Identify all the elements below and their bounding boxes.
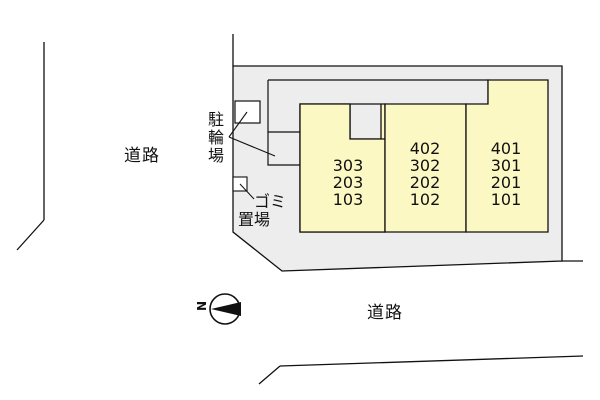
unit-number: 301 [490, 156, 522, 175]
unit-number: 102 [409, 190, 441, 209]
road-edge-south-2 [279, 355, 584, 367]
unit-number: 402 [409, 139, 441, 158]
compass-n-label: N [195, 300, 210, 312]
compass [209, 293, 241, 325]
unit-number: 101 [490, 190, 522, 209]
road-edge-south [258, 365, 281, 385]
bicycle-parking-char: 駐 [207, 110, 224, 129]
unit-number: 203 [332, 173, 364, 192]
garbage-label-line1: ゴミ [254, 192, 287, 211]
compass-needle [211, 302, 241, 316]
bicycle-leader-2 [228, 136, 276, 157]
bicycle-parking-box [234, 100, 261, 124]
road-label-south: 道路 [367, 303, 403, 323]
garbage-area-label: ゴミ 置場 [238, 192, 287, 229]
stair-outline [267, 132, 300, 166]
bicycle-parking-char: 輪 [207, 128, 224, 147]
bicycle-leader-1 [228, 111, 248, 138]
road-edge-west-corner [16, 219, 45, 251]
unit-number: 201 [490, 173, 522, 192]
unit-list-building-right: 401 301 201 101 [476, 140, 536, 208]
unit-number: 103 [332, 190, 364, 209]
bicycle-parking-char: 場 [207, 146, 224, 165]
bicycle-parking-label: 駐 輪 場 [207, 111, 225, 165]
road-label-west: 道路 [124, 146, 160, 166]
unit-list-building-left: 303 203 103 [318, 157, 378, 208]
unit-list-building-middle: 402 302 202 102 [395, 140, 455, 208]
unit-number: 202 [409, 173, 441, 192]
unit-number: 401 [490, 139, 522, 158]
building-right [465, 79, 549, 233]
garbage-label-line2: 置場 [238, 210, 271, 229]
garbage-leader [239, 183, 255, 200]
unit-number: 303 [332, 156, 364, 175]
unit-number: 302 [409, 156, 441, 175]
